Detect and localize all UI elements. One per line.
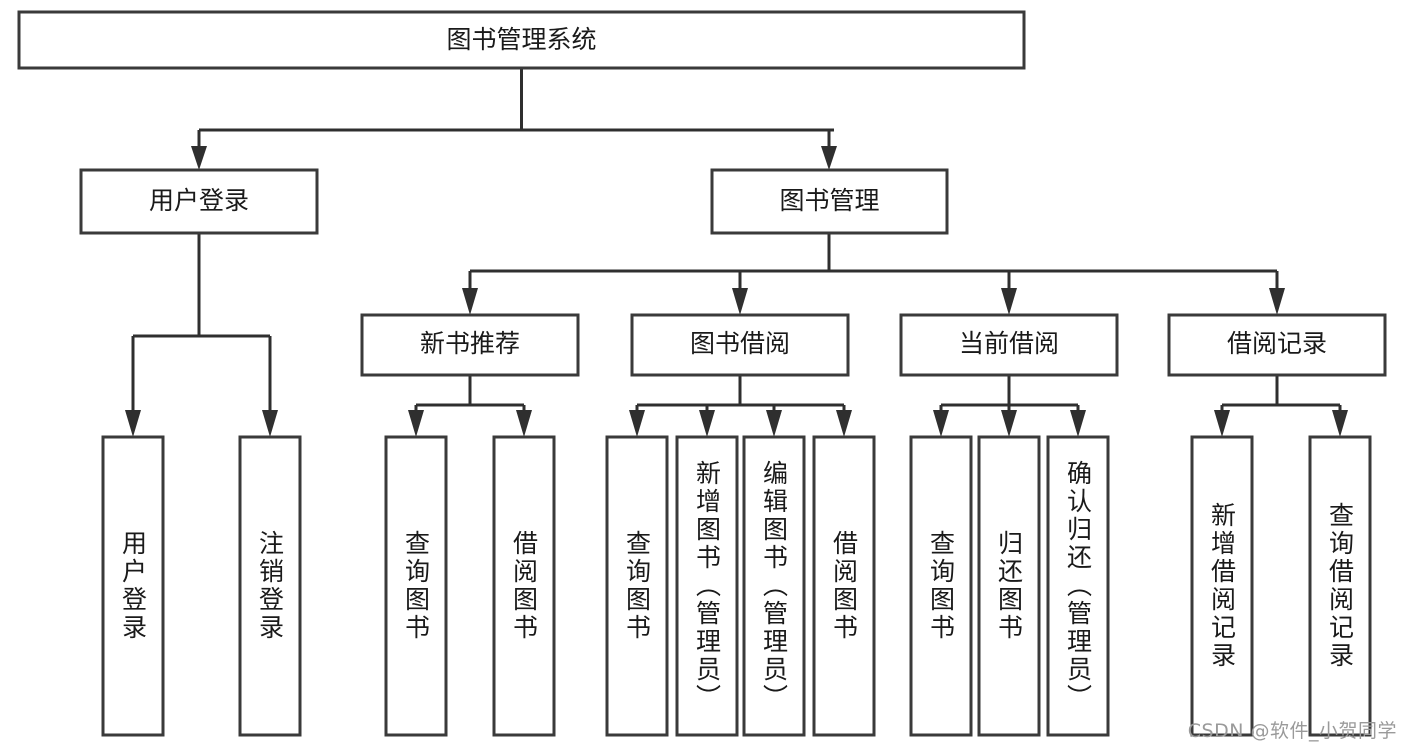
arrow-bb-leaf3	[766, 410, 782, 437]
arrow-bb-leaf4	[836, 410, 852, 437]
arrow-to-bookborrow	[732, 288, 748, 315]
node-current-borrow-box[interactable]	[899, 313, 1119, 377]
arrow-to-newbook	[462, 288, 478, 315]
node-root-label: 图书管理系统	[446, 25, 596, 54]
node-current-borrow[interactable]: 当前借阅	[899, 313, 1119, 377]
arrow-to-user-login	[191, 146, 207, 170]
leaf-query-book-3-box[interactable]	[909, 435, 973, 737]
watermark-text: CSDN @软件_小贺同学	[1187, 720, 1397, 742]
arrow-cb-leaf2	[1001, 410, 1017, 437]
node-book-management[interactable]: 图书管理	[710, 168, 949, 235]
node-layer: 图书管理系统 用户登录 图书管理 新书推荐 图书借阅	[17, 10, 1387, 737]
node-book-borrow[interactable]: 图书借阅	[630, 313, 850, 377]
leaf-query-book-2-box[interactable]	[605, 435, 669, 737]
arrow-nb-leaf1	[408, 410, 424, 437]
arrow-br-leaf1	[1214, 410, 1230, 437]
leaf-add-book-box[interactable]	[675, 435, 739, 737]
arrow-bb-leaf2	[699, 410, 715, 437]
arrow-cb-leaf3	[1070, 410, 1086, 437]
node-borrow-record[interactable]: 借阅记录	[1167, 313, 1387, 377]
leaf-logout-login-box[interactable]	[238, 435, 302, 737]
edge-layer	[125, 68, 1348, 437]
arrow-to-currentborrow	[1001, 288, 1017, 315]
arrow-ul-leaf1	[125, 410, 141, 437]
node-new-book-recommend[interactable]: 新书推荐	[360, 313, 580, 377]
node-book-borrow-box[interactable]	[630, 313, 850, 377]
leaf-return-book-box[interactable]	[977, 435, 1041, 737]
arrow-to-borrowrecord	[1269, 288, 1285, 315]
node-current-borrow-label: 当前借阅	[959, 329, 1059, 358]
arrow-nb-leaf2	[516, 410, 532, 437]
arrow-ul-leaf2	[262, 410, 278, 437]
node-book-management-box[interactable]	[710, 168, 949, 235]
leaf-query-book-1-box[interactable]	[384, 435, 448, 737]
node-user-login[interactable]: 用户登录	[79, 168, 319, 235]
node-book-borrow-label: 图书借阅	[690, 329, 790, 358]
arrow-bb-leaf1	[629, 410, 645, 437]
arrow-to-book-management	[821, 146, 837, 170]
leaf-edit-book-box[interactable]	[742, 435, 806, 737]
arrow-br-leaf2	[1332, 410, 1348, 437]
leaf-query-record-box[interactable]	[1308, 435, 1372, 737]
node-root[interactable]: 图书管理系统	[17, 10, 1026, 70]
leaf-user-login-box[interactable]	[101, 435, 165, 737]
leaf-borrow-book-1-box[interactable]	[492, 435, 556, 737]
arrow-cb-leaf1	[933, 410, 949, 437]
node-borrow-record-label: 借阅记录	[1227, 329, 1327, 358]
node-new-book-recommend-label: 新书推荐	[420, 329, 520, 358]
node-root-box[interactable]	[17, 10, 1026, 70]
leaf-confirm-return-box[interactable]	[1046, 435, 1110, 737]
node-new-book-recommend-box[interactable]	[360, 313, 580, 377]
node-book-management-label: 图书管理	[779, 186, 879, 215]
node-user-login-box[interactable]	[79, 168, 319, 235]
node-user-login-label: 用户登录	[149, 186, 249, 215]
leaf-borrow-book-2-box[interactable]	[812, 435, 876, 737]
node-borrow-record-box[interactable]	[1167, 313, 1387, 377]
leaf-add-record-box[interactable]	[1190, 435, 1254, 737]
